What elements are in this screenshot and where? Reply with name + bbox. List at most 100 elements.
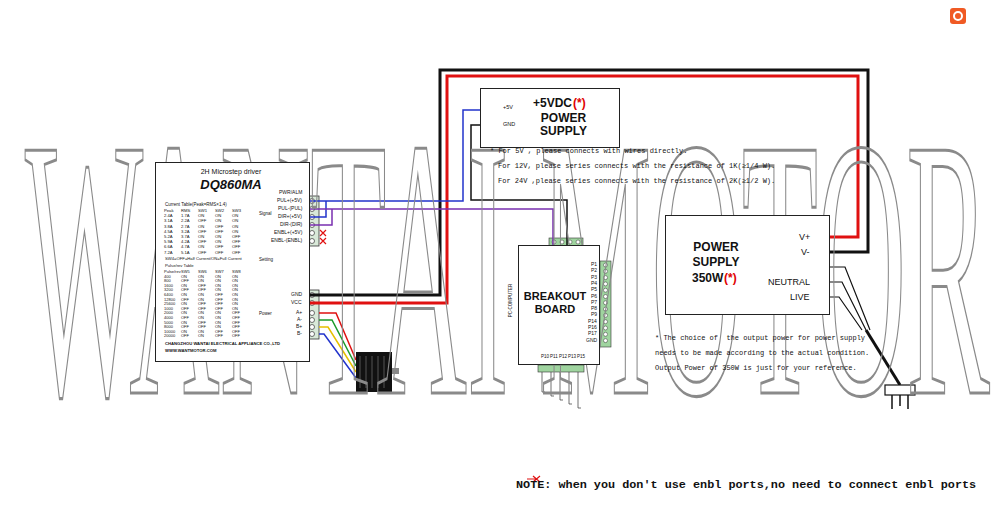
table-cell: ON — [215, 284, 221, 288]
table-cell: RMS — [181, 209, 190, 213]
terminal-screw — [310, 207, 315, 212]
table-cell: 5000 — [164, 321, 173, 325]
signal-name: PWR/ALM — [279, 190, 302, 196]
signal-name: ENBL-(ENBL) — [271, 238, 302, 244]
motor-wire — [319, 327, 356, 372]
table-cell: ON — [215, 316, 221, 320]
table-cell: ON — [198, 316, 204, 320]
breakout-terminal — [600, 261, 611, 347]
pin-name: GND — [586, 338, 597, 344]
pin-name: VCC — [291, 300, 302, 306]
pin-name: A+ — [296, 310, 302, 316]
pin-name: GND — [291, 292, 302, 298]
table-cell: OFF — [198, 302, 206, 306]
table-cell: ON — [198, 225, 204, 229]
table-cell: OFF — [198, 240, 206, 244]
table-cell: 4.2A — [181, 240, 190, 244]
device-text: POWER SUPPLY — [526, 112, 601, 138]
device-title: BREAKOUT BOARD — [521, 290, 589, 316]
table-cell: ON — [215, 214, 221, 218]
pin-name: P14 — [588, 319, 597, 325]
table-cell: 20000 — [164, 334, 175, 338]
table-cell: OFF — [215, 251, 223, 255]
pin-name: B- — [297, 331, 302, 337]
table-cell: ON — [215, 325, 221, 329]
pin-name: P2 — [591, 268, 597, 274]
note: NOTE: when you don't use enbl ports,no n… — [516, 479, 976, 493]
motor-wire — [319, 334, 356, 378]
table-cell: SW7 — [215, 270, 224, 274]
app-logo — [950, 8, 966, 24]
table-cell: ON — [198, 298, 204, 302]
terminal-screw — [604, 288, 608, 292]
maker-text: WWW.WANTMOTOR.COM — [165, 349, 217, 354]
table-cell: ON — [232, 284, 238, 288]
table-cell: OFF — [198, 321, 206, 325]
table-cell: ON — [198, 245, 204, 249]
motor-shaft — [392, 368, 399, 374]
table-cell: ON — [215, 279, 221, 283]
table-cell: ON — [198, 275, 204, 279]
table-cell: ON — [198, 330, 204, 334]
table-cell: OFF — [181, 279, 189, 283]
table-title: Pulse/rev Table — [165, 264, 194, 269]
pin-name: P17 — [588, 331, 597, 337]
table-cell: OFF — [181, 334, 189, 338]
motor-wire — [319, 313, 356, 360]
device-text: 350W — [692, 272, 723, 286]
table-title: Current Table(Peak=RMS×1.4) — [165, 202, 227, 207]
pin-name: P16 — [588, 325, 597, 331]
device-title: POWER SUPPLY — [681, 240, 751, 270]
table-cell: OFF — [232, 245, 240, 249]
maker-text: CHANGZHOU WANTAI ELECTRICAL APPLIANCE CO… — [165, 342, 280, 347]
terminal-screw — [604, 313, 608, 317]
signal-name: PUL+(+5V) — [277, 198, 302, 204]
table-cell: OFF — [215, 334, 223, 338]
table-cell: 10000 — [164, 330, 175, 334]
table-cell: 3200 — [164, 288, 173, 292]
table-cell: 800 — [164, 279, 171, 283]
table-cell: 12800 — [164, 298, 175, 302]
table-cell: 2.2A — [181, 219, 190, 223]
terminal-screws — [310, 199, 315, 244]
pin-name: GND — [503, 121, 515, 127]
signal-name: PUL-(PUL) — [278, 206, 302, 212]
table-cell: 1000 — [164, 307, 173, 311]
table-cell: ON — [232, 225, 238, 229]
table-cell: OFF — [232, 240, 240, 244]
note: * The choice of the output power for pow… — [655, 331, 887, 376]
pin-name: B+ — [296, 324, 302, 330]
table-cell: OFF — [181, 288, 189, 292]
terminal-screw — [604, 326, 608, 330]
terminal-screws — [310, 293, 315, 337]
not-connected-mark — [320, 230, 326, 244]
table-cell: OFF — [232, 251, 240, 255]
table-cell: OFF — [232, 330, 240, 334]
terminal-screw — [310, 215, 315, 220]
terminal-screw — [310, 199, 315, 204]
table-cell: 3.1A — [164, 219, 173, 223]
table-cell: ON — [215, 275, 221, 279]
table-cell: OFF — [181, 325, 189, 329]
terminal-screw — [310, 293, 315, 298]
section-name: Signal — [259, 211, 272, 216]
terminal-screw — [604, 269, 608, 273]
port-name: PC-COMPUTER — [508, 283, 513, 317]
signal-name: DIR+(+5V) — [278, 214, 302, 220]
table-cell: ON — [215, 240, 221, 244]
table-cell: SW3 — [232, 209, 241, 213]
mains-wire — [828, 267, 870, 330]
wire — [310, 209, 553, 245]
table-cell: ON — [215, 235, 221, 239]
pin-name: P9 — [591, 312, 597, 318]
dangling-wire — [551, 372, 554, 396]
table-cell: OFF — [215, 293, 223, 297]
table-cell: ON — [181, 330, 187, 334]
table-cell: OFF — [215, 225, 223, 229]
dangling-wire — [542, 372, 545, 392]
note: For 24V ,please series connects with the… — [498, 177, 775, 185]
note: For 12V, please series connects with the… — [498, 162, 775, 170]
pin-name: P12 — [559, 354, 567, 359]
device-title: +5VDC — [533, 97, 572, 111]
table-cell: 1600 — [164, 284, 173, 288]
